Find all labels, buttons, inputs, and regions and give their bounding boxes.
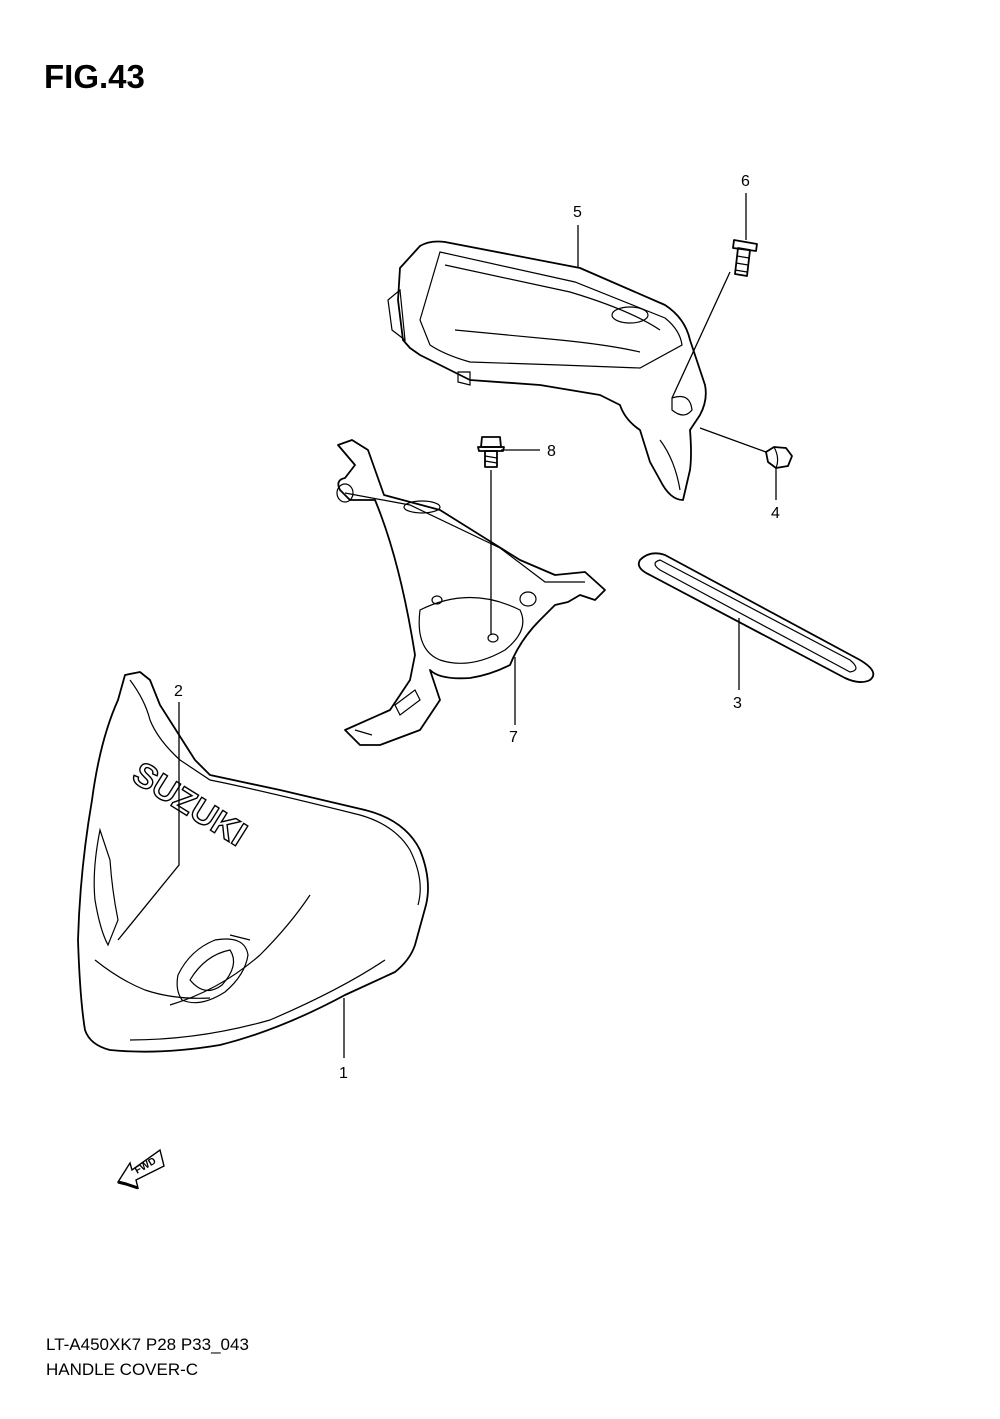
footer-model-code: LT-A450XK7 P28 P33_043 [46,1335,249,1354]
leader-4 [699,427,767,453]
part-3-seal [637,552,875,683]
part-4-clip [765,446,793,469]
leader-6-hole [671,271,731,399]
callout-7: 7 [509,729,518,746]
footer-part-name: HANDLE COVER-C [46,1360,199,1379]
figure-title: FIG.43 [44,58,145,95]
leader-2 [117,702,180,941]
part-7-bracket [336,439,606,746]
callout-8: 8 [547,443,556,460]
part-8-bolt [477,436,505,468]
callout-1: 1 [339,1065,348,1082]
callout-4: 4 [771,505,780,522]
part-5-upper-cover [387,240,707,501]
callout-6: 6 [741,173,750,190]
part-6-screw [732,239,758,277]
callout-2: 2 [174,683,183,700]
leader-lines [117,193,777,1058]
suzuki-logo: SUZUKI [126,755,253,854]
callout-3: 3 [733,695,742,712]
forward-arrow-icon: FWD [116,1148,165,1190]
part-1-main-cover: SUZUKI [77,671,429,1053]
callout-labels: 1 2 3 4 5 6 7 8 [174,173,780,1082]
callout-5: 5 [573,204,582,221]
